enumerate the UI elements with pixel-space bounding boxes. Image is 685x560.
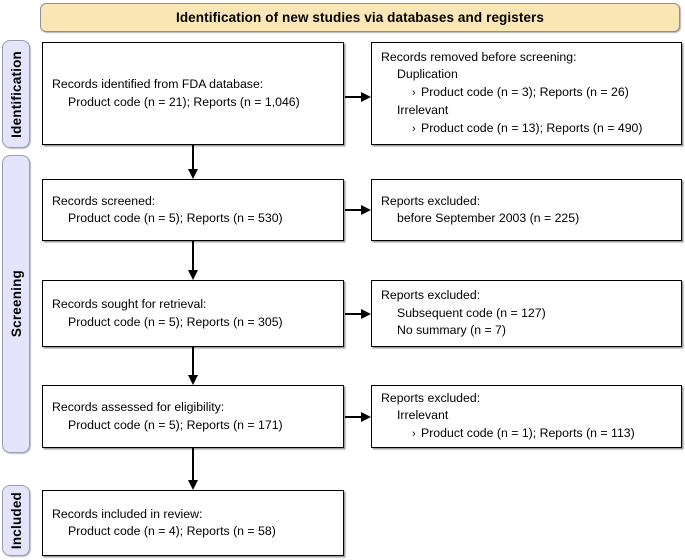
flow-box-line-text: Product code (n = 4); Reports (n = 58) (68, 524, 276, 538)
flow-box-line-text: Records assessed for eligibility: (52, 400, 225, 414)
stage-tab-identification-label: Identification (8, 50, 24, 138)
arrow-right-icon (345, 309, 371, 319)
stage-tab-screening: Screening (2, 155, 30, 453)
flow-box-records-removed: Records removed before screening: Duplica… (371, 42, 682, 145)
flow-box-line-text: No summary (n = 7) (397, 323, 506, 338)
flow-box-line-text: Reports excluded: (381, 193, 481, 208)
flow-box-reports-excluded-3: Reports excluded: Irrelevant › Product code… (371, 385, 682, 448)
flow-box-line: Reports excluded: (381, 193, 672, 211)
flow-box-line-text: Records identified from FDA database: (52, 77, 264, 91)
flow-box-line: No summary (n = 7) (381, 322, 672, 340)
flow-box-line-text: Irrelevant (397, 103, 449, 118)
arrow-down-icon (188, 241, 198, 280)
flow-box-line: Records removed before screening: (381, 49, 672, 67)
stage-tab-identification: Identification (2, 40, 30, 148)
flow-box-line-text: Product code (n = 13); Reports (n = 490) (421, 120, 643, 135)
flow-box-records-identified: Records identified from FDA database: Pro… (42, 42, 344, 145)
chevron-right-icon: › (412, 122, 416, 135)
flow-box-line-text: Subsequent code (n = 127) (397, 305, 546, 320)
flow-box-line: › Product code (n = 13); Reports (n = 490… (381, 120, 672, 139)
flow-box-line-text: Product code (n = 1); Reports (n = 113) (421, 425, 635, 440)
flow-box-line: Product code (n = 5); Reports (n = 171) (52, 417, 334, 435)
flow-box-records-assessed: Records assessed for eligibility: Product… (42, 385, 344, 448)
flow-box-line: Records screened: (52, 193, 334, 211)
flow-box-line: Irrelevant (381, 102, 672, 120)
flow-box-records-screened: Records screened: Product code (n = 5); R… (42, 179, 344, 241)
flow-box-line-text: Records screened: (52, 193, 156, 208)
flow-box-line-text: Reports excluded: (381, 390, 481, 405)
arrow-down-icon (188, 448, 198, 490)
flow-box-line: before September 2003 (n = 225) (381, 210, 672, 228)
flow-box-line: Reports excluded: (381, 287, 672, 305)
flow-box-line-text: Irrelevant (397, 408, 449, 423)
flow-box-line-text: Records sought for retrieval: (52, 297, 207, 311)
flow-box-line: Reports excluded: (381, 390, 672, 408)
flow-box-line-text: before September 2003 (n = 225) (397, 211, 580, 225)
flow-box-line-text: Records included in review: (52, 506, 203, 521)
stage-tab-screening-label: Screening (8, 270, 24, 338)
flow-box-line-text: Product code (n = 3); Reports (n = 26) (421, 84, 629, 99)
flow-box-line: Duplication (381, 66, 672, 84)
flow-box-line-text: Records removed before screening: (381, 49, 577, 64)
flow-box-records-included: Records included in review: Product code … (42, 490, 344, 556)
flow-box-line-text: Product code (n = 5); Reports (n = 305) (68, 314, 283, 329)
flow-box-reports-excluded-2: Reports excluded: Subsequent code (n = 12… (371, 280, 682, 347)
chevron-right-icon: › (412, 427, 416, 440)
header-banner: Identification of new studies via databa… (40, 3, 680, 32)
flow-box-line-text: Product code (n = 5); Reports (n = 171) (68, 417, 283, 432)
arrow-down-icon (188, 347, 198, 385)
arrow-right-icon (345, 205, 371, 215)
chevron-right-icon: › (412, 86, 416, 99)
flow-box-line-text: Duplication (397, 67, 458, 82)
flow-box-line: › Product code (n = 3); Reports (n = 26) (381, 84, 672, 103)
flow-box-line-text: Reports excluded: (381, 288, 481, 303)
arrow-right-icon (345, 412, 371, 422)
flow-box-records-sought: Records sought for retrieval: Product cod… (42, 280, 344, 347)
flow-box-line: Product code (n = 4); Reports (n = 58) (52, 523, 334, 541)
flow-box-line: Irrelevant (381, 407, 672, 425)
flow-box-line: Product code (n = 5); Reports (n = 530) (52, 210, 334, 228)
arrow-right-icon (345, 92, 371, 102)
page-title: Identification of new studies via databa… (175, 10, 545, 25)
flow-box-line: Product code (n = 21); Reports (n = 1,04… (52, 94, 334, 112)
flow-box-line-text: Product code (n = 21); Reports (n = 1,04… (68, 94, 300, 109)
flow-box-line: Records sought for retrieval: (52, 296, 334, 314)
flow-box-line: Records identified from FDA database: (52, 76, 334, 94)
stage-tab-included: Included (2, 485, 30, 556)
flow-box-line: › Product code (n = 1); Reports (n = 113) (381, 425, 672, 444)
flow-box-line-text: Product code (n = 5); Reports (n = 530) (68, 211, 283, 225)
flow-box-reports-excluded-1: Reports excluded: before September 2003 (… (371, 179, 682, 241)
stage-tab-included-label: Included (8, 491, 24, 550)
flow-box-line: Records assessed for eligibility: (52, 399, 334, 417)
flow-box-line: Subsequent code (n = 127) (381, 305, 672, 323)
flow-box-line: Product code (n = 5); Reports (n = 305) (52, 314, 334, 332)
arrow-down-icon (188, 145, 198, 179)
flow-box-line: Records included in review: (52, 506, 334, 524)
